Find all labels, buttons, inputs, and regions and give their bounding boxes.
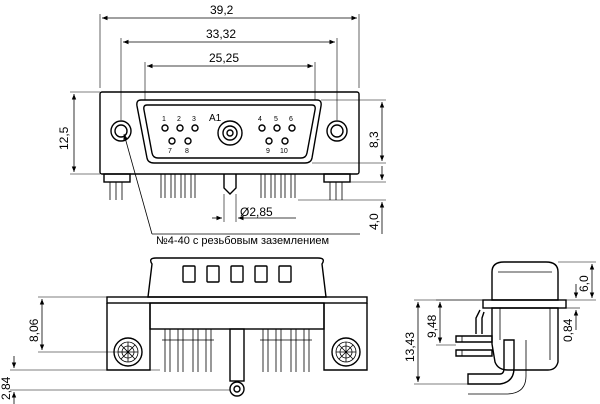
dim-shell-height: 8,3 (367, 131, 381, 148)
bottom-solder-pins (162, 329, 312, 372)
side-bent-leg (475, 309, 485, 334)
front-view: A1 1 2 3 7 8 4 5 6 9 10 (99, 91, 360, 200)
side-flange (482, 299, 567, 309)
mount-note: №4-40 с резьбовым заземлением (156, 235, 329, 247)
side-d-shell (491, 261, 559, 301)
bottom-dimensions (10, 296, 230, 404)
front-mount-hole-left (110, 120, 132, 142)
bottom-board-lock-left (106, 303, 151, 371)
side-view (455, 261, 567, 395)
pin-number-1: 1 (162, 116, 166, 123)
bottom-board-lock-right (323, 303, 368, 371)
side-dimensions (414, 261, 596, 385)
front-d-shell-inner (143, 104, 316, 159)
signal-contacts (161, 124, 296, 145)
pin-number-4: 4 (258, 116, 262, 123)
front-d-shell-outer (136, 99, 322, 164)
front-board-lock-left (103, 173, 131, 200)
bottom-coax-pin (229, 328, 245, 397)
pin-number-9: 9 (266, 148, 270, 155)
dim-pin-length: 4,0 (367, 213, 381, 230)
dim-side-height: 9,48 (425, 314, 439, 338)
dim-bottom-height: 8,06 (27, 318, 41, 342)
side-solder-tabs (455, 335, 493, 357)
front-flange (99, 91, 360, 175)
pin-number-8: 8 (185, 148, 189, 155)
pin-number-6: 6 (289, 116, 293, 123)
dim-overall-width: 39,2 (210, 3, 234, 17)
dim-bottom-offset: 2,84 (0, 376, 13, 400)
front-pin-legs (160, 174, 296, 198)
coax-contact-a1 (217, 120, 243, 146)
dim-side-offset: 0,84 (561, 318, 575, 342)
front-coax-leg (223, 174, 237, 195)
pin-number-3: 3 (192, 116, 196, 123)
bottom-flange (106, 296, 368, 304)
dim-side-top: 6,0 (577, 275, 591, 292)
side-body (491, 307, 559, 371)
side-coax-bend (467, 339, 515, 385)
front-mount-hole-right (326, 120, 348, 142)
front-dimensions (70, 14, 386, 235)
pin-number-5: 5 (274, 116, 278, 123)
front-board-lock-right (323, 173, 351, 200)
bottom-insulator (149, 302, 325, 330)
dim-height-front: 12,5 (57, 126, 71, 150)
dim-side-total-height: 13,43 (403, 332, 417, 362)
bottom-d-shell (147, 257, 327, 298)
dim-shell-width: 25,25 (209, 51, 239, 65)
pin-number-2: 2 (177, 116, 181, 123)
dim-mount-holes-spacing: 33,32 (206, 27, 236, 41)
pin-number-7: 7 (168, 148, 172, 155)
bottom-contact-windows (182, 265, 292, 283)
coax-label-a1: A1 (209, 113, 222, 124)
bottom-view (106, 257, 368, 397)
dim-pin-diameter: Ø2,85 (240, 205, 273, 219)
pin-number-10: 10 (280, 148, 288, 155)
